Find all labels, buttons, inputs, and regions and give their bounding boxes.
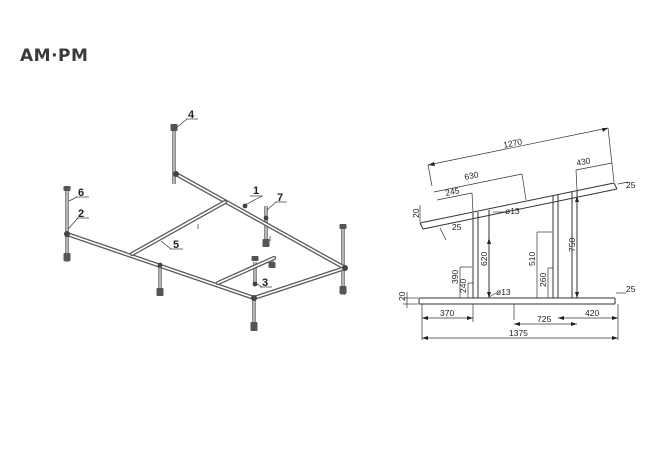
dimension-frame-geometry (418, 182, 618, 320)
dim-630: 630 (463, 169, 479, 182)
dim-430: 430 (575, 155, 591, 168)
dim-dia13-top: ø13 (505, 206, 520, 216)
frame-dimension-view: 1270 630 430 245 25 20 25 ø13 620 390 24… (397, 127, 636, 340)
dim-20-top: 20 (411, 208, 421, 218)
dim-25-bottom-right: 25 (626, 284, 636, 294)
brand-logo: AM·PM (20, 46, 88, 66)
dim-25-top-right: 25 (626, 180, 636, 190)
callout-2: 2 (78, 208, 84, 220)
dimension-labels: 1270 630 430 245 25 20 25 ø13 620 390 24… (397, 136, 636, 338)
dimension-lines (403, 127, 629, 340)
dim-510: 510 (527, 252, 537, 266)
dim-240: 240 (458, 279, 468, 293)
frame-callouts: 1 2 3 4 5 6 7 (67, 109, 287, 289)
frame-isometric-view: 1 2 3 4 5 6 7 (63, 109, 348, 331)
dim-750: 750 (567, 238, 577, 252)
dim-1375: 1375 (509, 328, 528, 338)
dim-370: 370 (440, 308, 454, 318)
dim-420: 420 (585, 308, 599, 318)
callout-6: 6 (78, 187, 84, 199)
callout-3: 3 (262, 277, 268, 289)
callout-5: 5 (173, 239, 179, 251)
dim-245: 245 (444, 185, 460, 198)
dim-390: 390 (450, 270, 460, 284)
dim-dia13-bottom: ø13 (496, 287, 511, 297)
frame-tubes (64, 171, 348, 301)
callout-1: 1 (253, 185, 259, 197)
dim-620: 620 (479, 252, 489, 266)
dim-25-top-left: 25 (452, 222, 462, 232)
dim-1270: 1270 (502, 136, 523, 150)
callout-7: 7 (277, 192, 283, 204)
callout-4: 4 (188, 109, 195, 121)
dim-260: 260 (538, 273, 548, 287)
dim-725: 725 (537, 314, 551, 324)
dim-20-bottom: 20 (397, 291, 407, 301)
frame-legs (63, 124, 347, 331)
